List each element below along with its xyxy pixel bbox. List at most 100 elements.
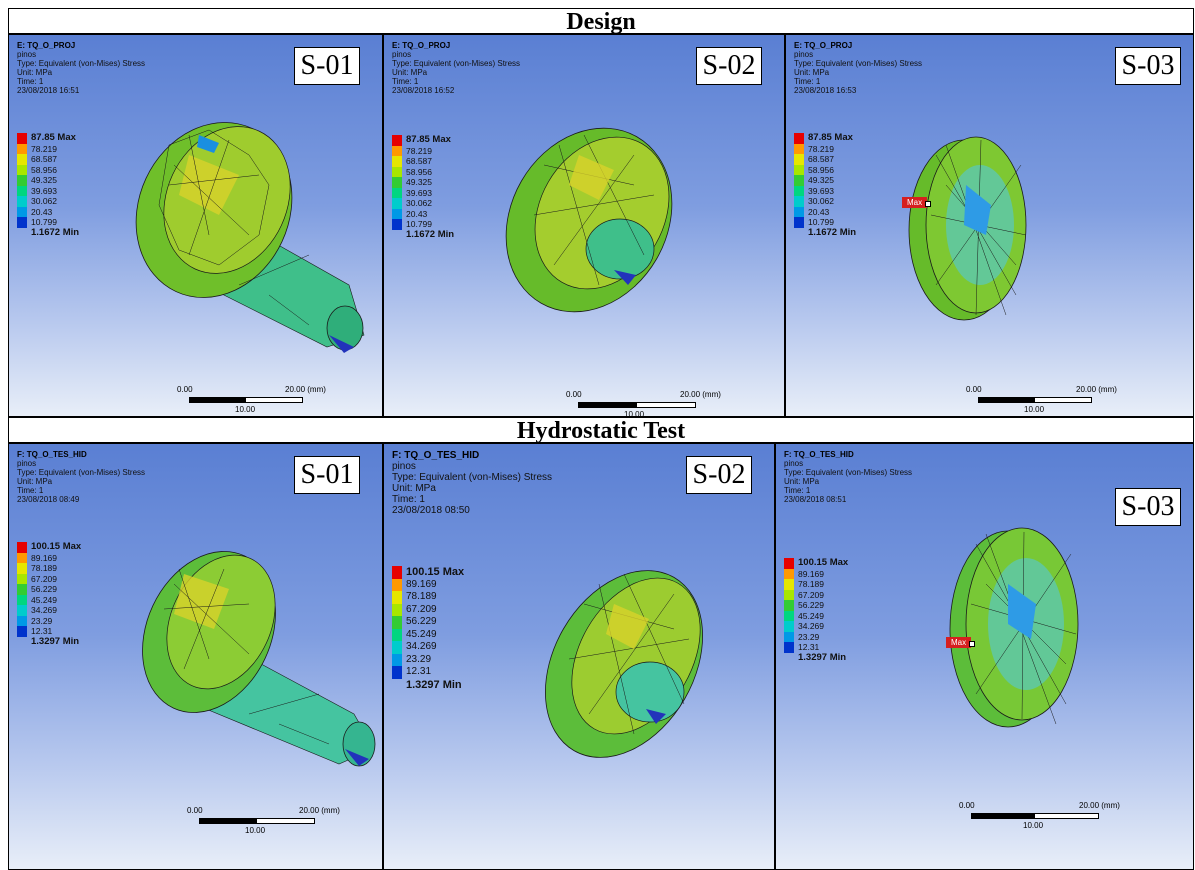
legend-entry: 23.29 (17, 615, 81, 626)
legend-entry: 39.693 (794, 185, 856, 196)
legend-swatch (17, 594, 27, 605)
legend-swatch (784, 610, 794, 621)
legend-entry: 89.169 (392, 578, 464, 591)
legend-entry: 67.209 (784, 589, 848, 600)
legend-entry: 87.85 Max (17, 132, 79, 144)
design-panel-s03: E: TQ_O_PROJ pinos Type: Equivalent (von… (785, 34, 1194, 417)
legend-value: 45.249 (798, 610, 824, 621)
scale-mid: 10.00 (1024, 405, 1045, 414)
legend-entry: 100.15 Max (17, 541, 81, 553)
legend-entry: 68.587 (392, 156, 454, 167)
result-info: F: TQ_O_TES_HID pinos Type: Equivalent (… (784, 450, 912, 504)
legend-entry: 23.29 (392, 653, 464, 666)
legend-swatch (17, 626, 27, 637)
legend-value: 1.3297 Min (798, 651, 847, 663)
legend-value: 67.209 (798, 589, 824, 600)
legend-entry: 67.209 (17, 573, 81, 584)
legend-swatch (794, 164, 804, 175)
legend-value: 39.693 (406, 187, 432, 198)
sample-label: S-02 (686, 456, 752, 494)
legend-value: 10.799 (808, 217, 834, 227)
legend-entry: 20.43 (392, 208, 454, 219)
legend-entry: 1.1672 Min (17, 226, 80, 239)
legend-swatch (17, 563, 27, 574)
legend-value: 56.229 (798, 600, 824, 610)
result-unit: Unit: MPa (17, 477, 53, 486)
legend-value: 20.43 (808, 206, 830, 217)
legend-value: 30.062 (808, 196, 834, 206)
result-type: Type: Equivalent (von-Mises) Stress (794, 59, 923, 68)
legend-value: 78.189 (406, 591, 437, 602)
legend-entry: 78.189 (392, 591, 464, 604)
legend-value: 89.169 (31, 552, 57, 563)
legend-swatch (794, 175, 804, 186)
scale-mid: 10.00 (245, 826, 266, 835)
legend-entry: 78.219 (392, 145, 454, 156)
legend-swatch (392, 156, 402, 167)
legend-swatch (794, 206, 804, 217)
legend-value: 100.15 Max (406, 566, 465, 578)
scale-start: 0.00 (566, 390, 582, 399)
legend-entry: 68.587 (794, 154, 856, 165)
hydro-panel-s02: F: TQ_O_TES_HID pinos Type: Equivalent (… (383, 443, 775, 870)
legend-value: 1.1672 Min (31, 226, 80, 238)
legend-entry: 49.325 (794, 175, 856, 186)
legend-swatch (784, 642, 794, 653)
max-marker: Max (946, 637, 976, 648)
legend-swatch (784, 579, 794, 590)
scale-end: 20.00 (mm) (1076, 385, 1117, 394)
legend-entry: 23.29 (784, 631, 848, 642)
legend-value: 10.799 (31, 217, 57, 227)
legend-swatch (392, 198, 402, 209)
legend-entry: 58.956 (794, 164, 856, 175)
body-name: pinos (794, 50, 814, 59)
scale-end: 20.00 (mm) (1079, 801, 1120, 810)
result-date: 23/08/2018 08:49 (17, 495, 80, 504)
legend-entry: 56.229 (784, 600, 848, 611)
legend-swatch (392, 135, 402, 146)
hydro-panel-s01: F: TQ_O_TES_HID pinos Type: Equivalent (… (8, 443, 383, 870)
legend-value: 58.956 (808, 164, 834, 175)
legend-value: 20.43 (31, 206, 53, 217)
legend-value: 10.799 (406, 219, 432, 229)
legend-value: 67.209 (406, 603, 437, 615)
stress-model-head (545, 570, 703, 758)
legend-swatch (392, 653, 402, 666)
scale-mid: 10.00 (235, 405, 256, 414)
legend-swatch (17, 154, 27, 165)
legend-swatch (784, 631, 794, 642)
legend-swatch (392, 628, 402, 641)
result-info: E: TQ_O_PROJ pinos Type: Equivalent (von… (794, 41, 922, 95)
project-title: E: TQ_O_PROJ (392, 41, 451, 50)
result-date: 23/08/2018 16:51 (17, 86, 80, 95)
legend-entry: 10.799 (794, 217, 856, 228)
result-type: Type: Equivalent (von-Mises) Stress (17, 59, 146, 68)
result-time: Time: 1 (392, 77, 419, 86)
project-title: E: TQ_O_PROJ (794, 41, 853, 50)
legend-entry: 34.269 (784, 621, 848, 632)
legend-value: 67.209 (31, 573, 57, 584)
legend-value: 58.956 (31, 164, 57, 175)
legend-entry: 12.31 (784, 642, 848, 653)
legend-entry: 45.249 (392, 628, 464, 641)
legend-swatch (794, 217, 804, 228)
legend-entry: 39.693 (17, 185, 79, 196)
result-date: 23/08/2018 16:53 (794, 86, 857, 95)
legend-value: 49.325 (808, 175, 834, 185)
legend-swatch (392, 603, 402, 616)
legend-value: 12.31 (798, 642, 820, 652)
legend-entry: 30.062 (392, 198, 454, 209)
legend-entry: 78.189 (784, 579, 848, 590)
legend-value: 12.31 (406, 666, 432, 677)
legend-entry: 87.85 Max (392, 134, 454, 146)
result-unit: Unit: MPa (794, 68, 830, 77)
legend-value: 58.956 (406, 166, 432, 177)
legend-swatch (392, 616, 402, 629)
stress-model-face (908, 136, 1027, 321)
legend-entry: 56.229 (392, 616, 464, 629)
result-unit: Unit: MPa (784, 477, 820, 486)
legend-entry: 34.269 (17, 605, 81, 616)
legend-swatch (784, 589, 794, 600)
